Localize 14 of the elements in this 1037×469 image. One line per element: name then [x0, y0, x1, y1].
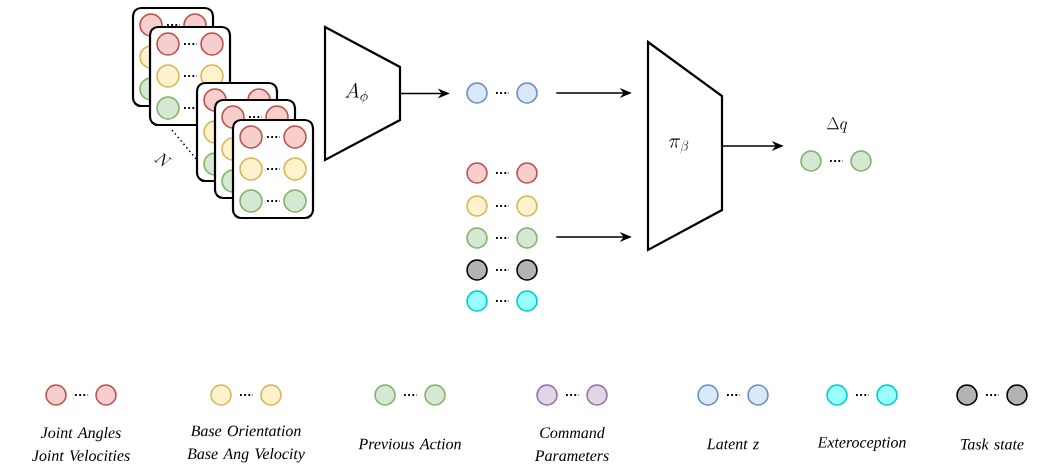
feature-vector [466, 162, 538, 312]
stack-count-label: $N$ [154, 152, 173, 167]
feature-vector [800, 150, 872, 172]
feature-vector [466, 82, 538, 104]
node-caption: $\Delta q$ [826, 117, 848, 133]
history-stack-drawing [131, 6, 315, 220]
legend-label: Latent z [706, 438, 759, 450]
legend-label: Previous Action [358, 438, 461, 450]
network-block: $A_{\phi}$ [323, 25, 402, 162]
legend-label: Joint Angles Joint Velocities [32, 426, 130, 462]
legend-label: Task state [961, 438, 1024, 450]
legend-label: Base Orientation Base Ang Velocity [187, 425, 305, 463]
legend-label: Command Parameters [534, 426, 609, 462]
legend-label: Exteroception [817, 437, 906, 451]
